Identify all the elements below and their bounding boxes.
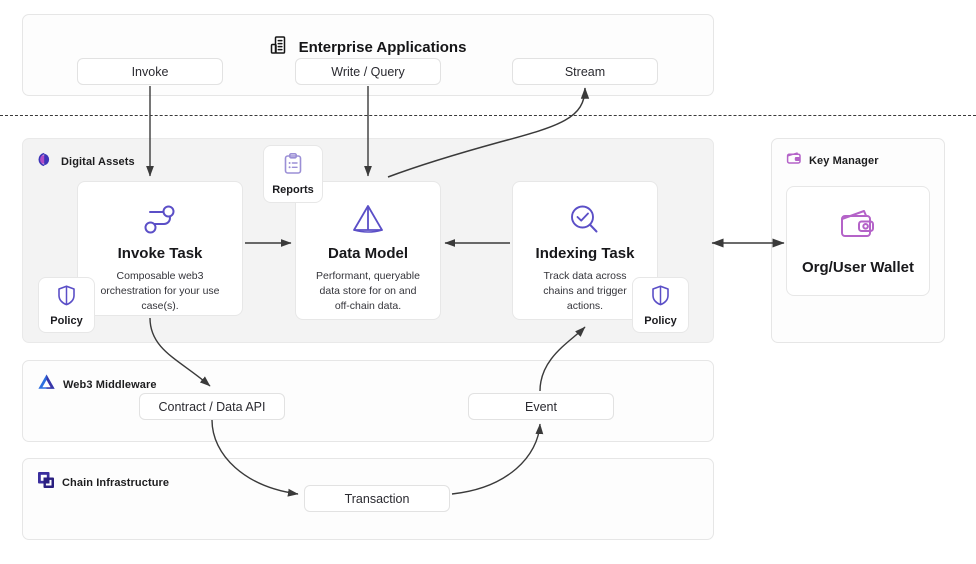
- card-description: Performant, queryable data store for on …: [316, 270, 420, 312]
- digital-assets-header: Digital Assets: [37, 151, 135, 173]
- page-title: Enterprise Applications: [298, 39, 467, 56]
- card-data-model[interactable]: Data Model Performant, queryable data st…: [295, 181, 441, 320]
- pill-invoke[interactable]: Invoke: [77, 58, 223, 85]
- workflow-path-icon: [140, 199, 180, 241]
- pill-label: Write / Query: [331, 64, 405, 79]
- card-description: Composable web3 orchestration for your u…: [100, 270, 220, 312]
- pill-stream[interactable]: Stream: [512, 58, 658, 85]
- pill-transaction[interactable]: Transaction: [304, 485, 450, 512]
- badge-policy-right[interactable]: Policy: [632, 277, 689, 333]
- chain-infrastructure-title: Chain Infrastructure: [62, 476, 170, 489]
- pill-write-query[interactable]: Write / Query: [295, 58, 441, 85]
- pill-label: Event: [525, 399, 557, 414]
- web3-middleware-title: Web3 Middleware: [63, 378, 157, 391]
- pyramid-icon: [349, 199, 387, 241]
- section-divider: [0, 115, 976, 116]
- pill-label: Invoke: [131, 64, 169, 79]
- pill-contract-data-api[interactable]: Contract / Data API: [139, 393, 285, 420]
- key-manager-title: Key Manager: [809, 155, 879, 167]
- wallet-icon: [837, 206, 879, 249]
- badge-label: Policy: [50, 314, 83, 327]
- card-title: Data Model: [327, 245, 408, 262]
- card-title: Invoke Task: [117, 245, 203, 262]
- badge-label: Policy: [644, 314, 677, 327]
- card-org-user-wallet[interactable]: Org/User Wallet: [786, 186, 930, 296]
- card-invoke-task[interactable]: Invoke Task Composable web3 orchestratio…: [77, 181, 243, 316]
- shield-icon: [56, 284, 77, 312]
- clipboard-icon: [282, 152, 304, 181]
- magnifier-check-icon: [566, 199, 604, 241]
- pill-label: Transaction: [344, 491, 410, 506]
- shield-icon: [650, 284, 671, 312]
- badge-label: Reports: [272, 184, 314, 196]
- card-description: Track data across chains and trigger act…: [543, 270, 627, 312]
- digital-assets-title: Digital Assets: [61, 156, 135, 168]
- pill-label: Contract / Data API: [158, 399, 266, 414]
- enterprise-applications-header: Enterprise Applications: [23, 35, 713, 60]
- middleware-triangle-icon: [37, 373, 56, 396]
- digital-assets-logo-icon: [37, 151, 54, 173]
- pill-event[interactable]: Event: [468, 393, 614, 420]
- badge-policy-left[interactable]: Policy: [38, 277, 95, 333]
- building-icon: [270, 35, 289, 60]
- wallet-small-icon: [786, 151, 802, 171]
- wallet-title: Org/User Wallet: [802, 259, 914, 276]
- card-title: Indexing Task: [535, 245, 635, 262]
- badge-reports[interactable]: Reports: [263, 145, 323, 203]
- stacked-squares-icon: [37, 471, 55, 494]
- key-manager-header: Key Manager: [786, 151, 879, 171]
- card-indexing-task[interactable]: Indexing Task Track data across chains a…: [512, 181, 658, 320]
- pill-label: Stream: [564, 64, 606, 79]
- chain-infrastructure-header: Chain Infrastructure: [37, 471, 169, 494]
- web3-middleware-header: Web3 Middleware: [37, 373, 157, 396]
